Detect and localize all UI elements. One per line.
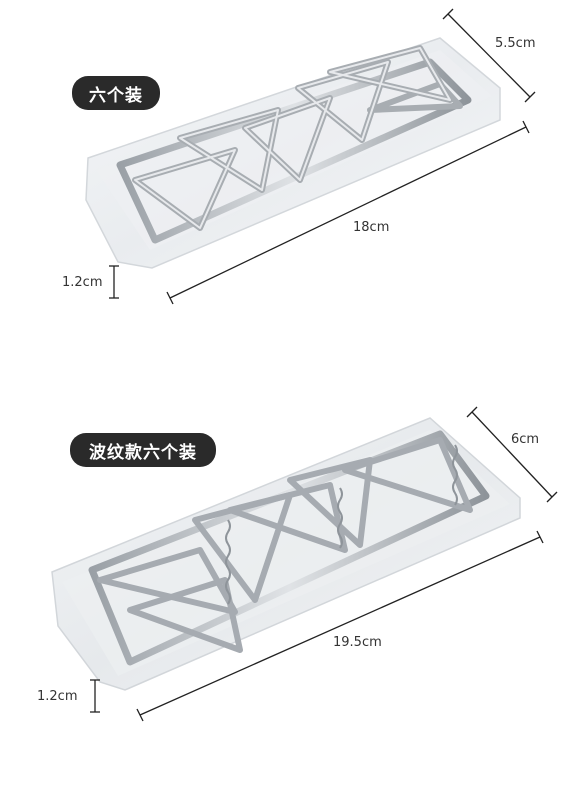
badge-six-pack: 六个装 [72, 76, 160, 110]
length-label: 18cm [353, 220, 390, 235]
product-photo-wavy-cutters [51, 406, 558, 722]
product-panel-wavy: 波纹款六个装 19.5cm 6cm 1.2cm [0, 400, 575, 800]
badge-wavy-six-pack: 波纹款六个装 [70, 433, 216, 467]
width-label: 5.5cm [495, 36, 536, 51]
product-photo-plain-cutters [85, 8, 536, 305]
product-panel-plain: 六个装 18cm 5.5cm 1.2cm [62, 8, 536, 305]
length-label: 19.5cm [333, 635, 382, 650]
height-label: 1.2cm [37, 689, 78, 704]
height-label: 1.2cm [62, 275, 103, 290]
width-label: 6cm [511, 432, 540, 447]
